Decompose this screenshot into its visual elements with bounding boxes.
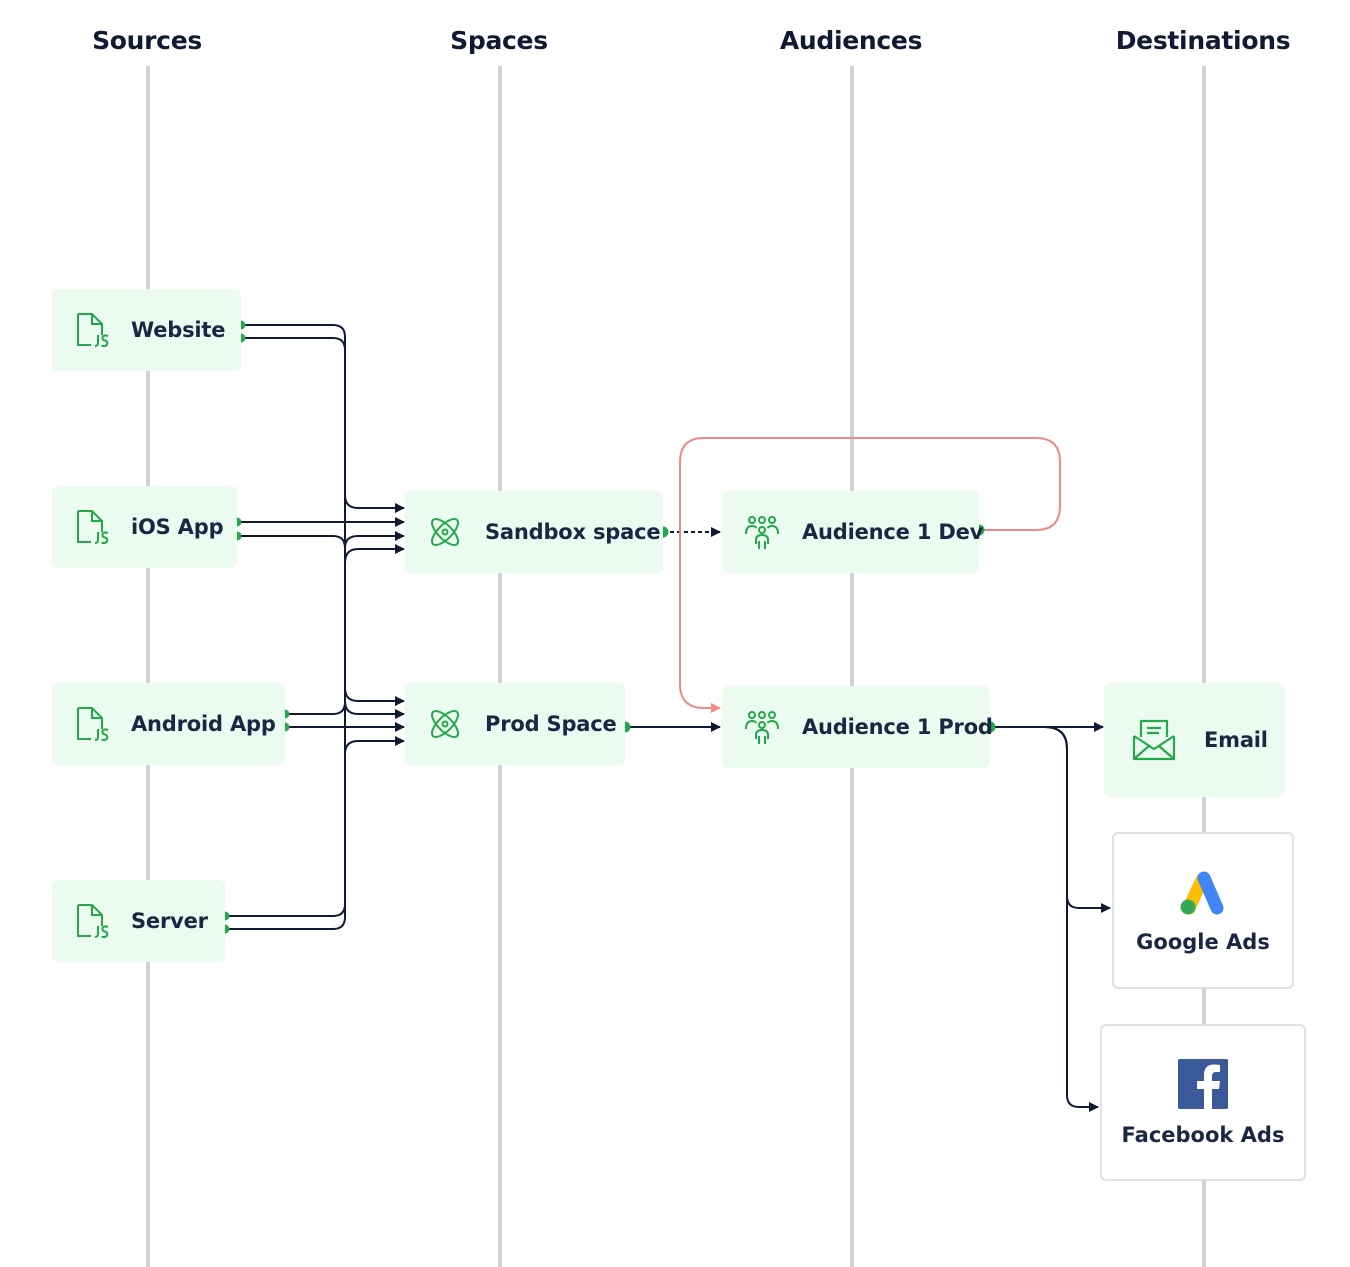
audience-label: Audience 1 Dev (802, 520, 984, 544)
connector-website-sandbox (241, 324, 405, 513)
audience-node-dev[interactable]: Audience 1 Dev (722, 491, 983, 573)
destination-label: Facebook Ads (1121, 1122, 1285, 1147)
lane-spaces (498, 66, 502, 1267)
js-file-icon (52, 509, 131, 545)
column-title-sources: Sources (92, 26, 202, 55)
js-file-icon (52, 312, 131, 348)
google-ads-logo (1177, 868, 1229, 920)
lane-audiences (850, 66, 854, 1267)
connector-audience-facebook (1044, 726, 1099, 1112)
destination-node-google-ads[interactable]: Google Ads (1112, 832, 1294, 989)
facebook-logo (1178, 1058, 1228, 1113)
connector-website-prod (241, 337, 405, 706)
audience-node-prod[interactable]: Audience 1 Prod (722, 686, 993, 768)
connector-server-sandbox (225, 544, 405, 917)
source-node-server[interactable]: Server (52, 880, 225, 962)
envelope-icon (1104, 719, 1204, 761)
destination-node-email[interactable]: Email (1104, 683, 1285, 797)
atom-icon (405, 705, 485, 743)
source-label: iOS App (131, 515, 224, 539)
connector-server-prod (225, 736, 405, 930)
connector-audience-google (1044, 726, 1111, 913)
source-node-android[interactable]: Android App (52, 683, 285, 765)
column-title-spaces: Spaces (450, 26, 548, 55)
space-label: Sandbox space (485, 520, 661, 544)
source-label: Website (131, 318, 226, 342)
connector-audience-dev-to-prod (679, 437, 1061, 713)
lane-sources (146, 66, 150, 1267)
destination-node-facebook-ads[interactable]: Facebook Ads (1100, 1024, 1306, 1181)
source-label: Server (131, 909, 208, 933)
source-node-website[interactable]: Website (52, 289, 241, 371)
column-title-audiences: Audiences (779, 26, 923, 55)
people-group-icon (722, 514, 802, 550)
js-file-icon (52, 903, 131, 939)
people-group-icon (722, 709, 802, 745)
space-label: Prod Space (485, 712, 617, 736)
atom-icon (405, 513, 485, 551)
audience-label: Audience 1 Prod (802, 715, 993, 739)
space-node-prod[interactable]: Prod Space (405, 683, 625, 765)
space-node-sandbox[interactable]: Sandbox space (405, 491, 663, 573)
source-node-ios[interactable]: iOS App (52, 486, 237, 568)
destination-label: Google Ads (1136, 929, 1270, 954)
lane-destinations (1202, 66, 1206, 1267)
destination-label: Email (1204, 728, 1268, 752)
js-file-icon (52, 706, 131, 742)
column-title-destinations: Destinations (1115, 26, 1291, 55)
source-label: Android App (131, 712, 276, 736)
